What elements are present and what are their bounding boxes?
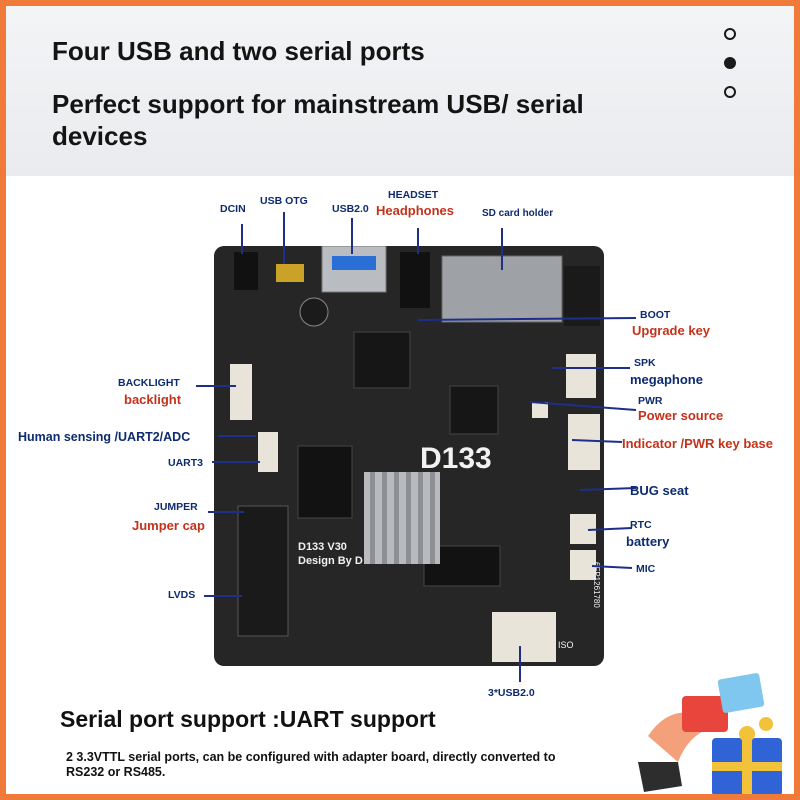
- product-slide: Four USB and two serial ports Perfect su…: [6, 6, 794, 794]
- page-title: Four USB and two serial ports: [52, 36, 425, 66]
- section-description: 2 3.3VTTL serial ports, can be configure…: [66, 750, 556, 779]
- label-spk: SPK: [634, 357, 656, 369]
- label-bug-seat: BUG seat: [630, 483, 689, 498]
- spk-connector: [566, 354, 596, 398]
- label-usb20: USB2.0: [332, 203, 369, 215]
- label-dcin: DCIN: [220, 203, 246, 215]
- label-indicator: Indicator /PWR key base: [622, 436, 773, 451]
- carousel-dot-1[interactable]: [724, 28, 736, 40]
- label-megaphone: megaphone: [630, 372, 703, 387]
- rtc-connector: [570, 514, 596, 544]
- label-battery: battery: [626, 534, 670, 549]
- chip-1: [353, 331, 411, 389]
- pwr-connector: [532, 402, 548, 418]
- memory-chip: [297, 445, 353, 519]
- label-power-source: Power source: [638, 408, 724, 423]
- mic-connector: [570, 550, 596, 580]
- headset-jack: [400, 252, 430, 308]
- section-title: Serial port support :UART support: [60, 706, 436, 732]
- label-headset: HEADSET: [388, 189, 439, 201]
- board-silkscreen: D133: [420, 442, 492, 475]
- carousel-dot-3[interactable]: [724, 86, 736, 98]
- usb-otg-port: [276, 264, 304, 282]
- hero-banner: Four USB and two serial ports Perfect su…: [6, 6, 794, 176]
- label-boot: BOOT: [640, 309, 671, 321]
- label-human-sensing: Human sensing /UART2/ADC: [18, 430, 191, 444]
- label-uart3: UART3: [168, 457, 204, 469]
- gift-box-icon: [638, 673, 782, 794]
- heatsink: [364, 472, 440, 564]
- d133-board-image: D133 D133 V30 Design By D ISO 6FP1261780: [214, 246, 604, 666]
- label-backlight: BACKLIGHT: [118, 377, 180, 389]
- label-mic: MIC: [636, 563, 656, 575]
- label-rtc: RTC: [630, 519, 652, 531]
- board-side-code: 6FP1261780: [592, 562, 601, 608]
- lvds-header: [237, 505, 289, 637]
- chip-2: [449, 385, 499, 435]
- page-subtitle: Perfect support for mainstream USB/ seri…: [52, 89, 584, 151]
- label-backlight-cn: backlight: [124, 392, 182, 407]
- label-upgrade-key: Upgrade key: [632, 323, 711, 338]
- label-usb-otg: USB OTG: [260, 195, 308, 207]
- label-lvds: LVDS: [168, 589, 196, 601]
- pcb: [214, 246, 604, 666]
- uart3-connector: [258, 432, 278, 472]
- label-usb-x3: 3*USB2.0: [488, 687, 535, 699]
- backlight-connector: [230, 364, 252, 420]
- sd-card-holder: [441, 255, 563, 323]
- board-design-text: Design By D: [298, 555, 363, 567]
- capacitor: [299, 297, 329, 327]
- dcin-jack: [234, 252, 258, 290]
- board-model-text: D133 V30: [298, 541, 347, 553]
- label-headphones: Headphones: [376, 203, 455, 218]
- usb-header: [492, 612, 556, 662]
- label-jumper: JUMPER: [154, 501, 198, 513]
- carousel-dots: [720, 28, 740, 115]
- indicator-connector: [568, 414, 600, 470]
- label-sd-card: SD card holder: [482, 208, 554, 219]
- board-iso-text: ISO: [558, 640, 574, 650]
- label-jumper-cap: Jumper cap: [132, 518, 205, 533]
- carousel-dot-2[interactable]: [724, 57, 736, 69]
- label-pwr: PWR: [638, 395, 663, 407]
